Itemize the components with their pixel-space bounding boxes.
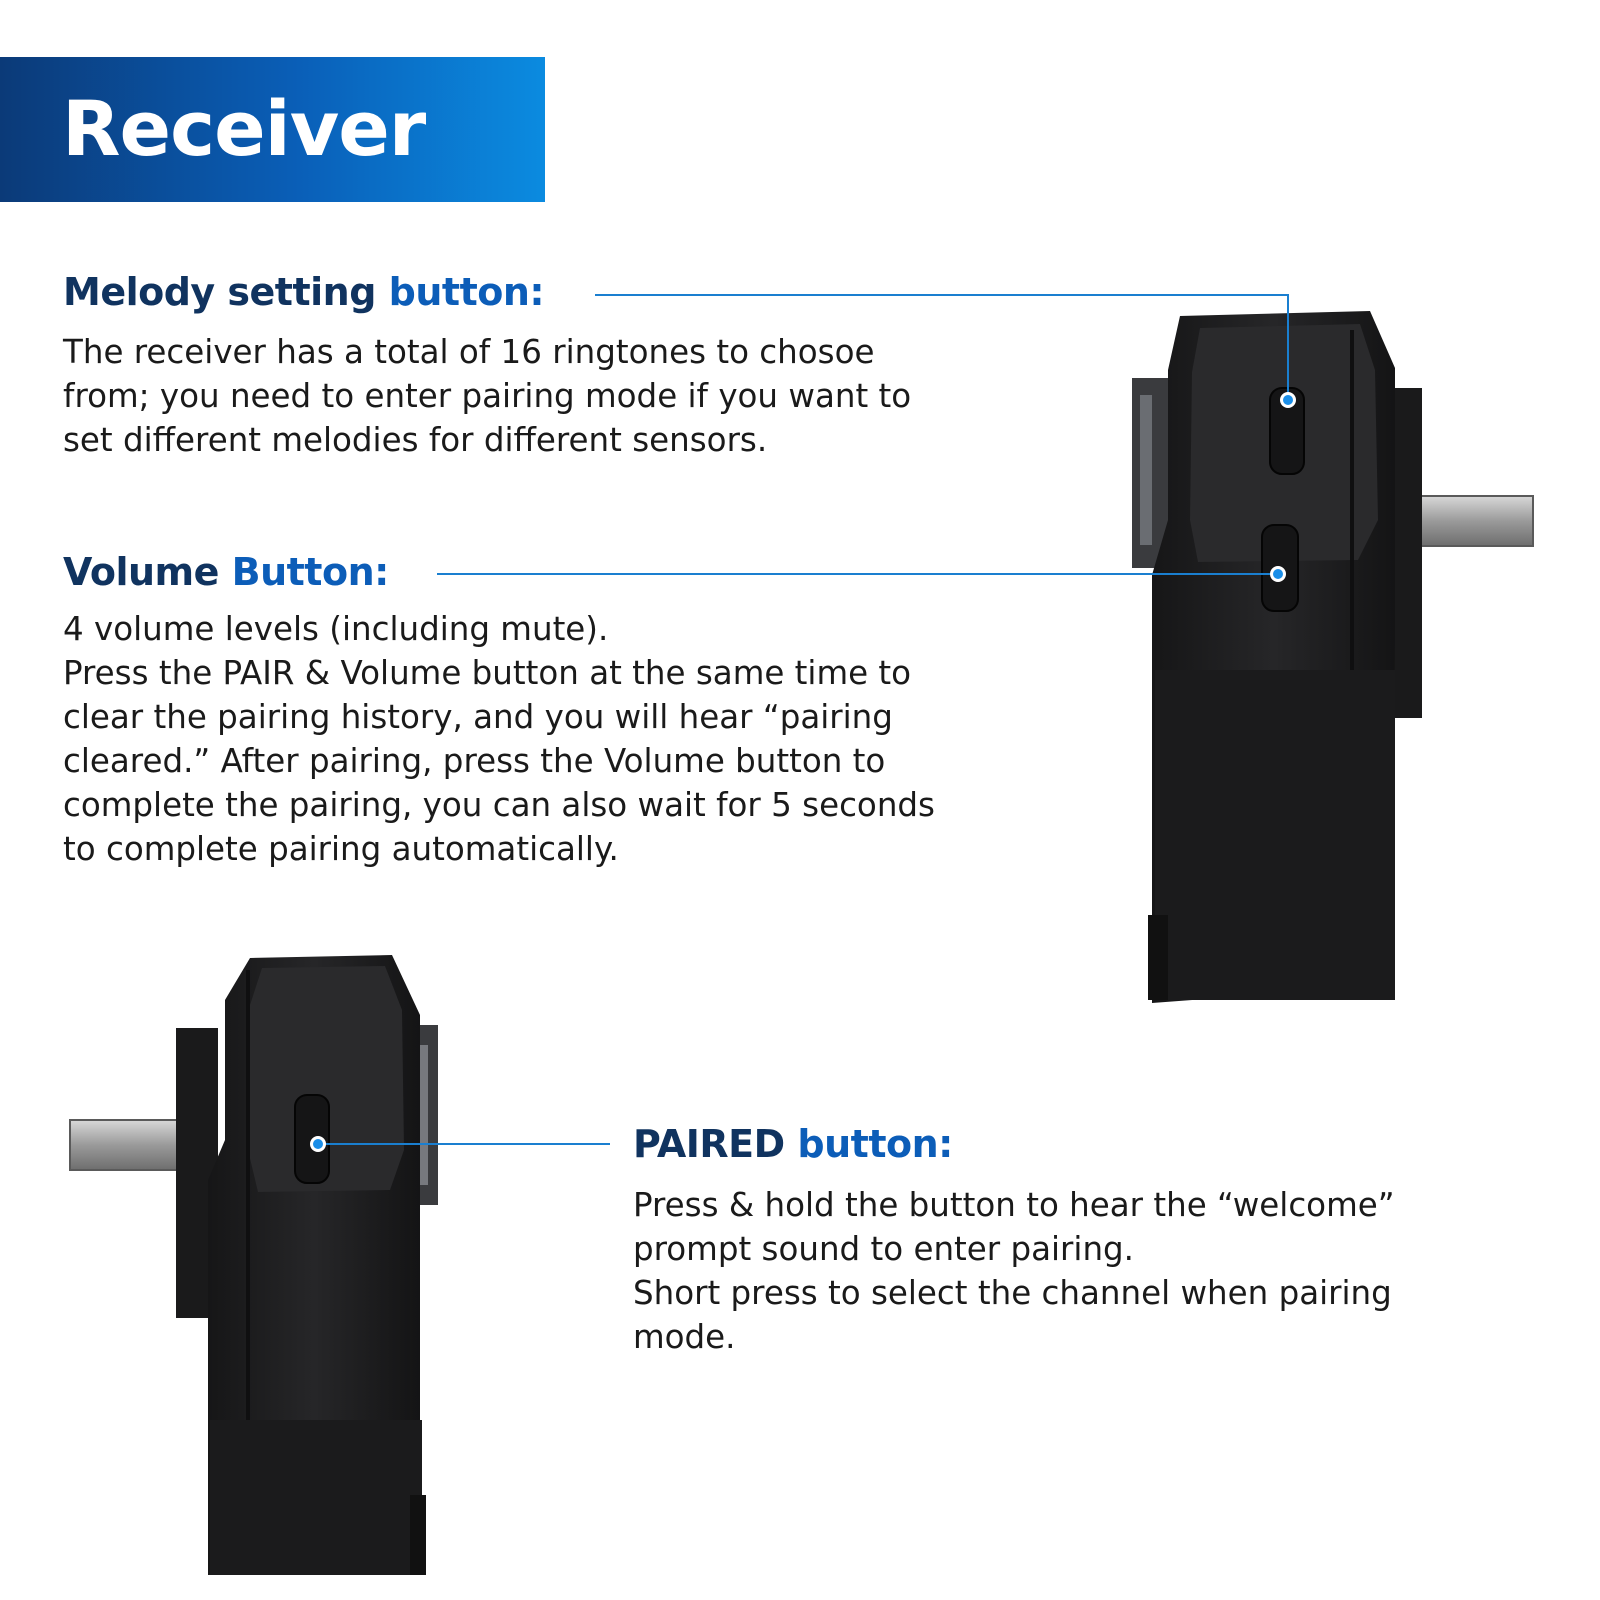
melody-line: set different melodies for different sen… [63,421,768,459]
volume-description: 4 volume levels (including mute). Press … [63,607,935,871]
volume-heading-word1: Volume [63,550,219,594]
melody-callout [595,294,1296,408]
melody-line: from; you need to enter pairing mode if … [63,377,912,415]
melody-heading-word2: button: [388,270,545,314]
paired-line: mode. [633,1318,736,1356]
paired-heading-word2: button: [797,1122,953,1166]
paired-line: prompt sound to enter pairing. [633,1230,1135,1268]
melody-heading-word1: Melody setting [63,270,376,314]
paired-callout [310,1136,610,1152]
volume-line: Press the PAIR & Volume button at the sa… [63,654,912,692]
volume-heading: Volume Button: [63,548,389,596]
volume-line: clear the pairing history, and you will … [63,698,893,736]
title-banner: Receiver [0,57,545,202]
paired-line: Press & hold the button to hear the “wel… [633,1186,1395,1224]
paired-line: Short press to select the channel when p… [633,1274,1392,1312]
page-title: Receiver [62,84,426,173]
receiver-bottom-device [69,955,438,1575]
receiver-top-device [1132,311,1534,1003]
volume-line: to complete pairing automatically. [63,830,619,868]
paired-heading-word1: PAIRED [633,1122,785,1166]
paired-description: Press & hold the button to hear the “wel… [633,1183,1395,1359]
melody-description: The receiver has a total of 16 ringtones… [63,330,911,462]
volume-line: 4 volume levels (including mute). [63,610,609,648]
volume-line: cleared.” After pairing, press the Volum… [63,742,886,780]
melody-line: The receiver has a total of 16 ringtones… [63,333,875,371]
volume-callout [437,566,1286,582]
melody-heading: Melody setting button: [63,268,545,316]
paired-heading: PAIRED button: [633,1120,953,1168]
volume-heading-word2: Button: [231,550,390,594]
volume-line: complete the pairing, you can also wait … [63,786,935,824]
